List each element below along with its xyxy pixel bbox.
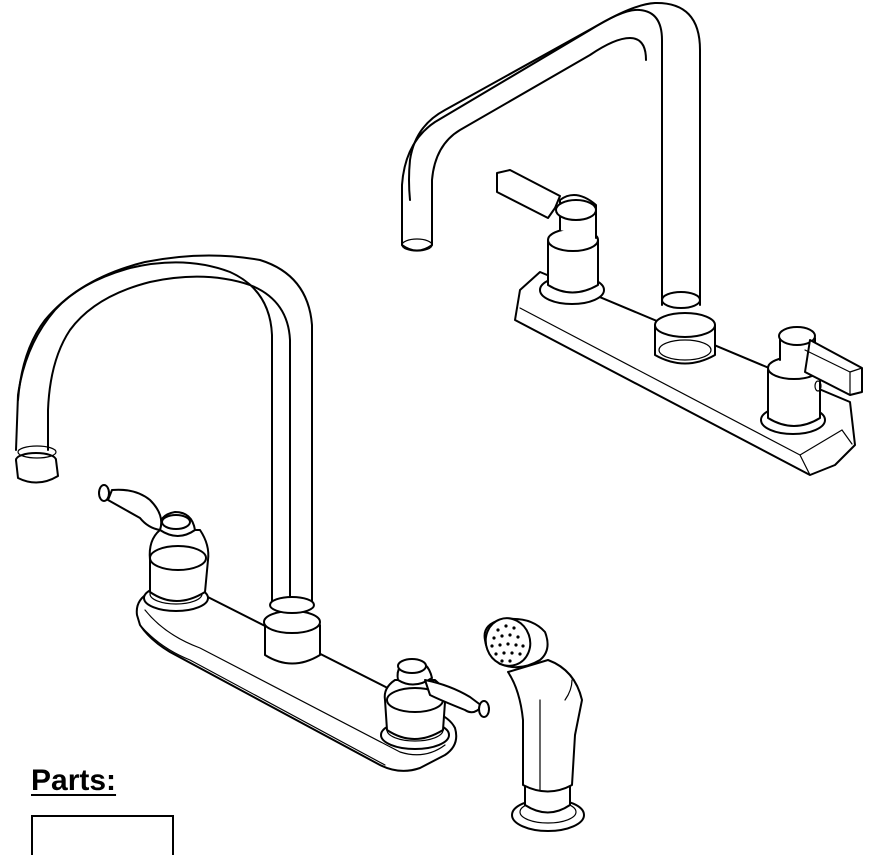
parts-heading: Parts: bbox=[31, 764, 117, 797]
classic-faucet-spout bbox=[15, 254, 321, 665]
classic-faucet-right-handle bbox=[380, 658, 490, 750]
classic-faucet-base bbox=[135, 584, 458, 772]
classic-faucet-left-handle bbox=[98, 484, 210, 612]
sprayer-nozzle-holes bbox=[490, 624, 525, 663]
modern-faucet bbox=[401, 1, 863, 476]
modern-faucet-spout bbox=[401, 1, 716, 365]
classic-faucet bbox=[15, 254, 490, 772]
parts-table bbox=[31, 815, 174, 855]
modern-faucet-right-handle bbox=[760, 326, 863, 435]
side-sprayer bbox=[483, 617, 585, 832]
modern-faucet-left-handle bbox=[496, 169, 605, 305]
